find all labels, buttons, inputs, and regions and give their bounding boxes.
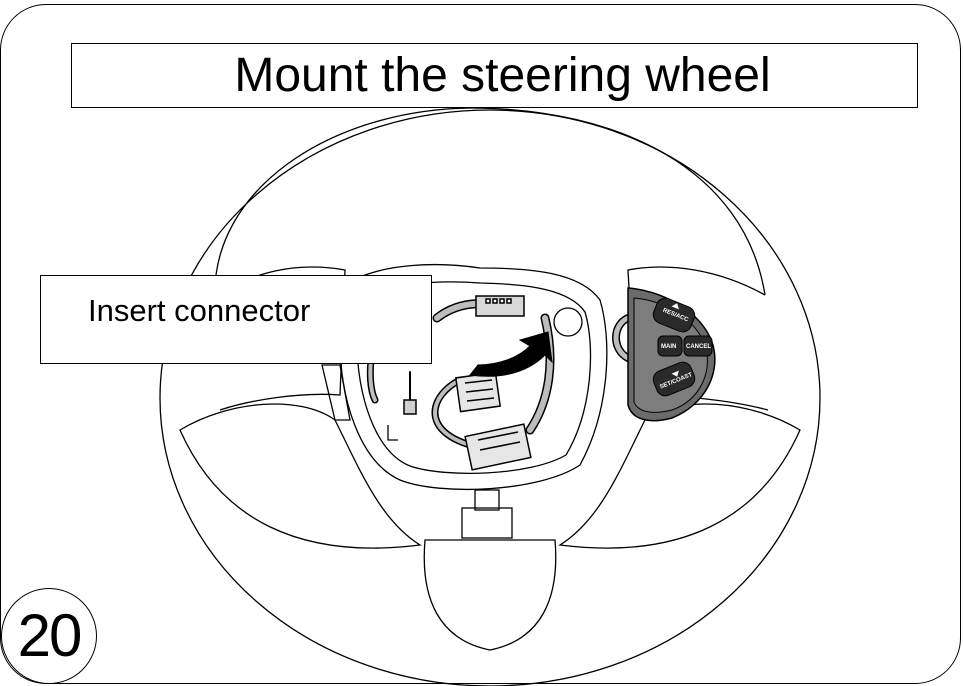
cruise-control-switch: RES/ACC MAIN CANCEL SET/COAST bbox=[627, 287, 716, 422]
column-block bbox=[461, 507, 513, 539]
wheel-right-spoke bbox=[627, 266, 769, 411]
hub-housing-inner bbox=[356, 281, 592, 474]
plug-connector bbox=[454, 371, 502, 413]
wheel-lower-left-opening bbox=[179, 403, 422, 549]
wheel-lower-right-opening bbox=[558, 403, 801, 549]
step-number-badge: 20 bbox=[1, 588, 97, 684]
callout-label: Insert connector bbox=[88, 293, 311, 328]
wheel-rim-outer bbox=[159, 109, 821, 686]
column-cover bbox=[423, 539, 557, 651]
cancel-button bbox=[683, 335, 713, 357]
resume-button bbox=[652, 297, 696, 333]
wheel-rim-inner bbox=[214, 107, 766, 301]
cancel-label: CANCEL bbox=[686, 344, 711, 350]
switch-harness-core bbox=[613, 315, 631, 361]
hub-housing-outer bbox=[339, 263, 608, 491]
harness-right-core bbox=[527, 315, 553, 433]
title-box: Mount the steering wheel bbox=[71, 43, 918, 108]
insert-arrow bbox=[469, 331, 553, 377]
left-bracket bbox=[387, 425, 398, 441]
small-plug bbox=[403, 399, 417, 415]
step-number: 20 bbox=[17, 602, 83, 669]
column-stem bbox=[474, 489, 500, 511]
page-title: Mount the steering wheel bbox=[234, 48, 771, 102]
left-trim bbox=[321, 364, 351, 421]
set-button bbox=[652, 361, 696, 397]
callout-box: Insert connector bbox=[40, 275, 432, 364]
main-label: MAIN bbox=[661, 344, 676, 350]
main-button bbox=[657, 335, 683, 357]
hub-bolt bbox=[553, 307, 583, 337]
harness-lower-core bbox=[433, 378, 472, 447]
